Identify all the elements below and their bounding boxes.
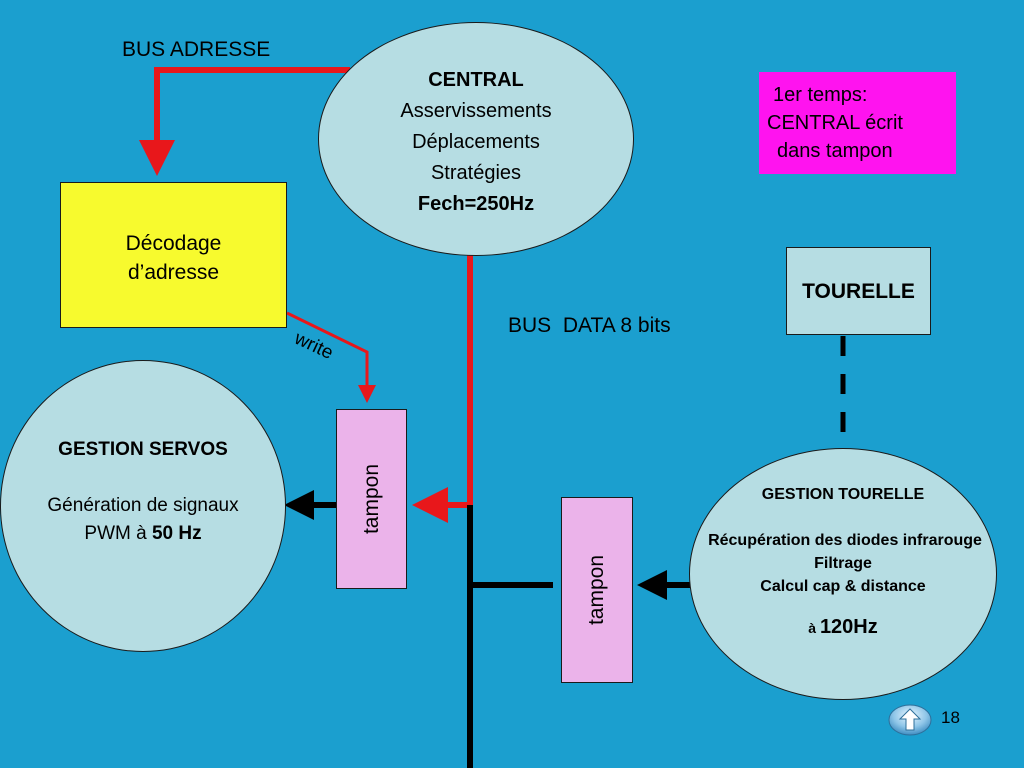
bus-adresse-wire xyxy=(139,67,350,176)
central-freq: Fech=250Hz xyxy=(417,193,535,215)
servos-freq: 50 Hz xyxy=(151,523,202,544)
tampon-left-label: tampon xyxy=(359,463,383,535)
write-wire xyxy=(286,311,376,403)
bus-adresse-label: BUS ADRESSE xyxy=(122,38,271,61)
gestion-servos-node: GESTION SERVOS Génération de signaux PWM… xyxy=(0,360,286,652)
note-line-3: dans tampon xyxy=(777,140,893,162)
page-number: 18 xyxy=(941,708,960,727)
servos-title: GESTION SERVOS xyxy=(58,439,228,460)
tourelle-label: TOURELLE xyxy=(802,280,915,303)
gestion-tourelle-freq: 120Hz xyxy=(819,616,878,638)
tampon-left-box: tampon xyxy=(336,409,407,589)
gestion-tourelle-freq-prefix: à xyxy=(808,620,820,636)
central-line-2: Déplacements xyxy=(412,131,540,153)
gestion-tourelle-title: GESTION TOURELLE xyxy=(761,486,925,503)
servos-line-2-prefix: PWM à xyxy=(84,523,152,544)
central-line-3: Stratégies xyxy=(430,162,522,184)
tampon-right-label: tampon xyxy=(585,554,608,626)
gestion-tourelle-node: GESTION TOURELLE Récupération des diodes… xyxy=(689,448,997,700)
decodage-line-1: Décodage xyxy=(125,232,222,255)
central-title: CENTRAL xyxy=(428,69,524,91)
gestion-tourelle-line-3: Calcul cap & distance xyxy=(760,578,926,595)
gestion-tourelle-freq-line: à 120Hz xyxy=(690,616,996,640)
central-node: CENTRAL Asservissements Déplacements Str… xyxy=(318,22,634,256)
note-box: 1er temps: CENTRAL écrit dans tampon xyxy=(759,72,956,174)
decodage-adresse-box: Décodage d’adresse xyxy=(60,182,287,328)
bus-data-wire xyxy=(412,255,473,523)
tourelle-box: TOURELLE xyxy=(786,247,931,335)
central-line-1: Asservissements xyxy=(400,100,552,122)
gestion-tourelle-line-1: Récupération des diodes infrarouge xyxy=(708,532,982,549)
gestion-tourelle-line-2: Filtrage xyxy=(814,555,872,572)
servos-line-1: Génération de signaux xyxy=(47,495,239,516)
note-line-1: 1er temps: xyxy=(773,84,868,106)
up-arrow-icon[interactable] xyxy=(888,704,932,736)
note-line-2: CENTRAL écrit xyxy=(767,112,903,134)
tampon-right-box: tampon xyxy=(561,497,633,683)
bus-data-label: BUS DATA 8 bits xyxy=(508,314,671,337)
decodage-line-2: d’adresse xyxy=(127,261,220,284)
servos-line-2: PWM à 50 Hz xyxy=(1,520,285,548)
